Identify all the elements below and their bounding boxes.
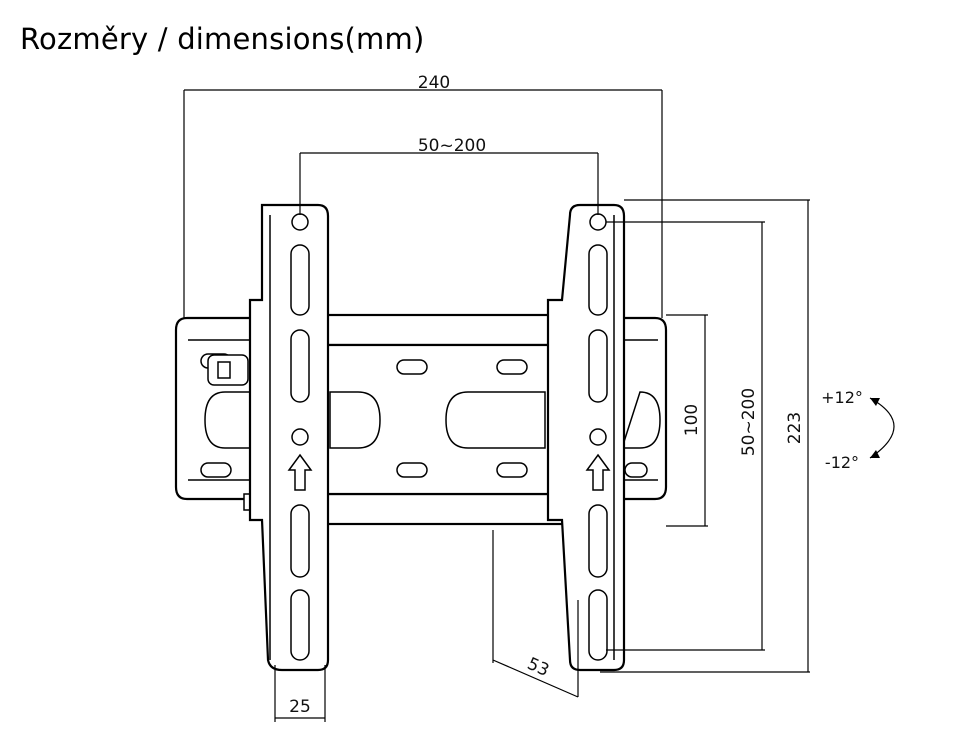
tilt-down-label: -12° bbox=[825, 453, 859, 472]
dim-height-total: 223 bbox=[785, 412, 805, 444]
right-bracket bbox=[546, 203, 626, 672]
dim-hole-spacing-vertical: 50~200 bbox=[739, 388, 759, 456]
dim-bracket-width: 25 bbox=[289, 697, 311, 717]
diagram-title: Rozměry / dimensions(mm) bbox=[20, 22, 425, 56]
wall-plate bbox=[174, 313, 668, 526]
left-bracket bbox=[248, 203, 330, 672]
dim-hole-spacing-horizontal: 50~200 bbox=[418, 136, 486, 156]
dimension-lines bbox=[183, 89, 895, 722]
dim-height-wall-plate: 100 bbox=[682, 404, 702, 436]
tilt-up-label: +12° bbox=[821, 388, 863, 407]
dim-depth: 53 bbox=[524, 654, 552, 681]
dim-total-width: 240 bbox=[418, 73, 450, 93]
